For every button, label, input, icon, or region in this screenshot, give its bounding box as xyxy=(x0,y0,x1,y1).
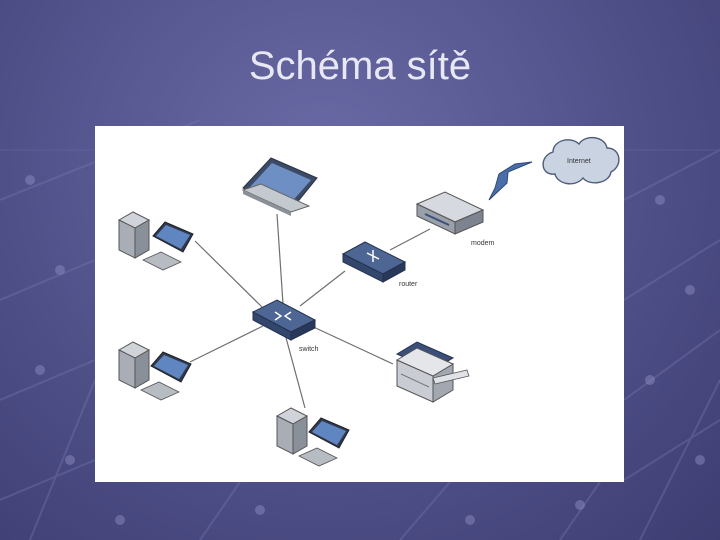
desktop-pc-icon xyxy=(117,211,194,271)
link-switch-printer xyxy=(306,323,394,365)
modem-label: modem xyxy=(471,240,495,247)
link-switch-pc-1 xyxy=(194,240,264,309)
network-diagram-canvas: Internet modem router switch xyxy=(117,137,620,467)
network-diagram: Internet modem router switch xyxy=(95,126,624,482)
link-switch-laptop xyxy=(276,213,284,305)
switch-icon xyxy=(251,299,317,341)
switch-label: switch xyxy=(299,346,319,353)
link-switch-pc-2 xyxy=(189,325,264,363)
link-modem-router xyxy=(389,228,431,251)
printer-icon xyxy=(395,341,470,403)
cloud-icon xyxy=(542,137,620,185)
link-router-switch xyxy=(299,270,346,307)
link-switch-pc-3 xyxy=(284,333,306,409)
router-label: router xyxy=(399,281,418,288)
desktop-pc-icon xyxy=(275,407,350,467)
modem-icon xyxy=(415,191,485,235)
router-icon xyxy=(341,241,407,283)
lightning-link-icon xyxy=(488,161,533,201)
slide-title: Schéma sítě xyxy=(248,44,472,88)
laptop-icon xyxy=(241,157,318,216)
desktop-pc-icon xyxy=(117,341,192,401)
internet-label: Internet xyxy=(567,158,591,165)
